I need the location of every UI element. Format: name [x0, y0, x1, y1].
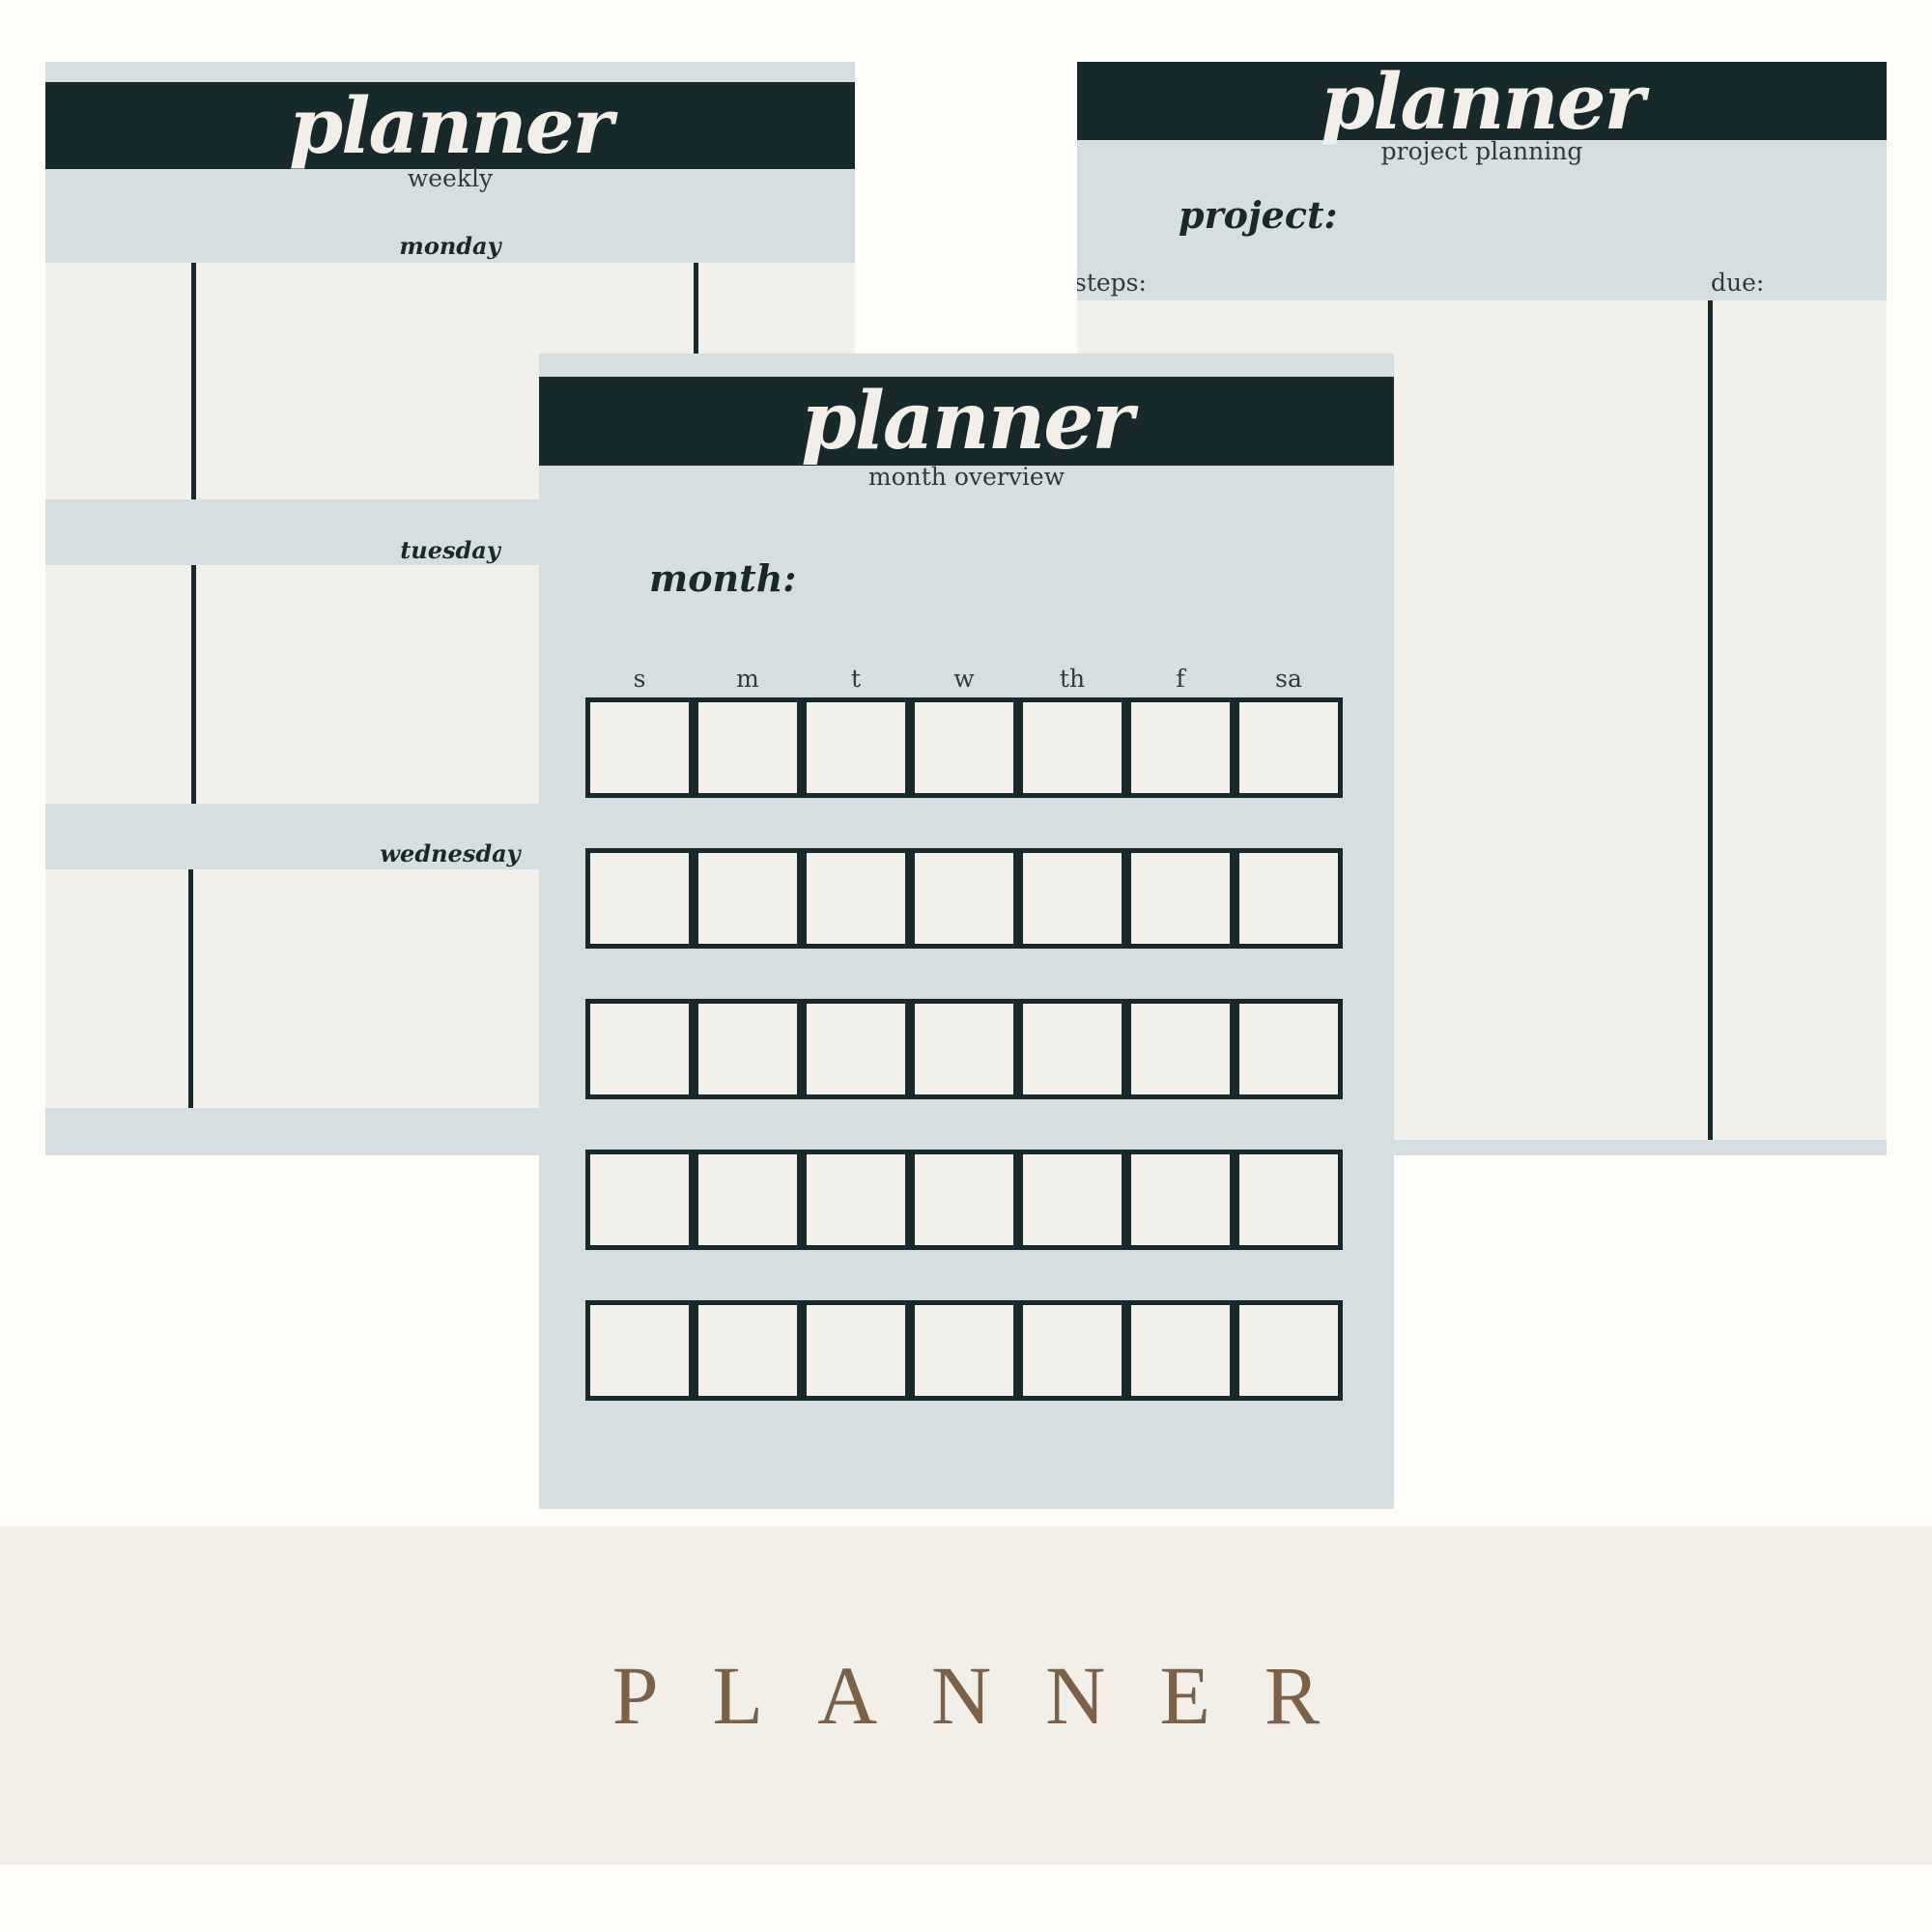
calendar-day-cell[interactable] — [1235, 848, 1343, 949]
calendar-day-cell[interactable] — [1126, 999, 1235, 1099]
footer-banner — [0, 1526, 1932, 1864]
calendar-day-cell[interactable] — [1126, 1150, 1235, 1250]
weekly-planner-brand: planner — [45, 82, 855, 169]
calendar-day-cell[interactable] — [910, 999, 1018, 1099]
calendar-day-cell[interactable] — [1126, 1300, 1235, 1401]
calendar-day-cell[interactable] — [585, 999, 694, 1099]
calendar-day-cell[interactable] — [802, 1300, 910, 1401]
monday-left-rule — [191, 263, 196, 499]
calendar-day-cell[interactable] — [1126, 697, 1235, 798]
weekday-label: t — [850, 665, 862, 693]
month-calendar: s m t w th f sa — [539, 354, 1394, 1509]
day-header-tuesday: tuesday — [400, 536, 500, 564]
calendar-day-cell[interactable] — [910, 1150, 1018, 1250]
calendar-day-cell[interactable] — [1018, 999, 1126, 1099]
calendar-day-cell[interactable] — [1235, 999, 1343, 1099]
calendar-day-cell[interactable] — [585, 1300, 694, 1401]
calendar-day-cell[interactable] — [694, 1150, 802, 1250]
calendar-day-cell[interactable] — [1235, 1300, 1343, 1401]
steps-label: steps: — [1077, 269, 1147, 297]
project-due-rule — [1708, 300, 1713, 1140]
weekday-label: w — [953, 665, 975, 693]
calendar-day-cell[interactable] — [1018, 1300, 1126, 1401]
calendar-day-cell[interactable] — [802, 848, 910, 949]
calendar-day-cell[interactable] — [802, 999, 910, 1099]
month-planner-sheet: planner month overview month: s m t w th f sa — [539, 354, 1394, 1509]
calendar-day-cell[interactable] — [585, 848, 694, 949]
project-label: project: — [1179, 193, 1338, 237]
project-planner-brand: planner — [1077, 62, 1887, 140]
calendar-day-cell[interactable] — [1018, 697, 1126, 798]
weekday-label: f — [1176, 665, 1185, 693]
calendar-day-cell[interactable] — [1126, 848, 1235, 949]
calendar-day-cell[interactable] — [1235, 1150, 1343, 1250]
month-label: month: — [649, 556, 797, 600]
calendar-day-cell[interactable] — [585, 697, 694, 798]
project-subtitle: project planning — [1380, 137, 1583, 165]
calendar-day-cell[interactable] — [585, 1150, 694, 1250]
day-header-monday: monday — [399, 232, 501, 260]
calendar-day-cell[interactable] — [1018, 1150, 1126, 1250]
due-label: due: — [1711, 269, 1765, 297]
footer-title: PLANNER — [611, 1649, 1375, 1742]
weekly-subtitle: weekly — [407, 164, 494, 192]
day-header-wednesday: wednesday — [380, 839, 521, 867]
calendar-day-cell[interactable] — [802, 1150, 910, 1250]
calendar-day-cell[interactable] — [910, 697, 1018, 798]
calendar-day-cell[interactable] — [910, 1300, 1018, 1401]
calendar-day-cell[interactable] — [910, 848, 1018, 949]
tuesday-left-rule — [191, 565, 196, 804]
calendar-day-cell[interactable] — [694, 1300, 802, 1401]
calendar-day-cell[interactable] — [1018, 848, 1126, 949]
wednesday-left-rule — [188, 869, 193, 1108]
calendar-day-cell[interactable] — [694, 697, 802, 798]
calendar-day-cell[interactable] — [694, 848, 802, 949]
calendar-day-cell[interactable] — [694, 999, 802, 1099]
weekday-label: m — [736, 665, 759, 693]
month-subtitle: month overview — [867, 463, 1065, 491]
calendar-day-cell[interactable] — [1235, 697, 1343, 798]
calendar-day-cell[interactable] — [802, 697, 910, 798]
weekday-label: s — [633, 665, 646, 693]
weekday-label: sa — [1275, 665, 1302, 693]
weekday-label: th — [1059, 665, 1086, 693]
month-planner-brand: planner — [539, 377, 1394, 466]
